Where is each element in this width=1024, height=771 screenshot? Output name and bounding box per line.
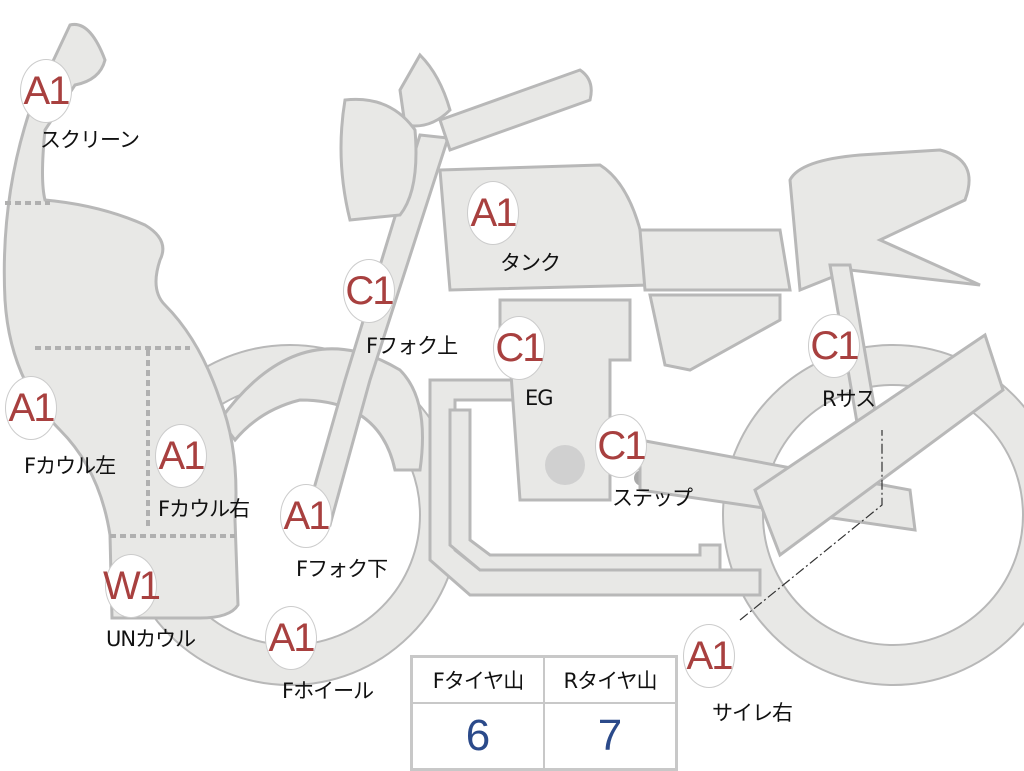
damage-marker-step[interactable]: C1 <box>595 414 647 478</box>
part-label-tank: タンク <box>500 251 561 275</box>
damage-marker-engine[interactable]: C1 <box>493 316 545 380</box>
front-tread-header: Fタイヤ山 <box>410 655 545 704</box>
rear-wheel <box>723 345 1024 685</box>
front-fender <box>218 347 424 472</box>
muffler <box>753 332 1005 558</box>
part-label-front-wheel: Fホイール <box>282 679 374 703</box>
seat <box>638 228 792 292</box>
damage-marker-screen[interactable]: A1 <box>20 59 72 123</box>
part-label-step: ステップ <box>612 486 693 510</box>
damage-marker-cowl-left[interactable]: A1 <box>5 376 57 440</box>
part-label-engine: EG <box>525 386 554 410</box>
part-label-fork-upper: Fフォク上 <box>366 334 458 358</box>
rear-cowl <box>788 148 981 293</box>
damage-marker-fork-upper[interactable]: C1 <box>343 259 395 323</box>
rear-tread-value: 7 <box>543 702 678 771</box>
headlight <box>339 97 418 222</box>
tire-tread-table: Fタイヤ山 Rタイヤ山 6 7 <box>410 655 678 771</box>
damage-marker-cowl-right[interactable]: A1 <box>155 424 207 488</box>
damage-marker-fork-lower[interactable]: A1 <box>280 484 332 548</box>
rear-tread-header: Rタイヤ山 <box>543 655 678 704</box>
part-label-under-cowl: UNカウル <box>106 627 196 651</box>
damage-marker-tank[interactable]: A1 <box>467 181 519 245</box>
damage-marker-muffler-right[interactable]: A1 <box>683 624 735 688</box>
part-label-muffler-right: サイレ右 <box>712 701 793 725</box>
damage-marker-rear-suspension[interactable]: C1 <box>808 314 860 378</box>
part-label-screen: スクリーン <box>40 128 140 152</box>
front-tread-value: 6 <box>410 702 545 771</box>
damage-marker-under-cowl[interactable]: W1 <box>103 554 161 618</box>
damage-marker-front-wheel[interactable]: A1 <box>265 606 317 670</box>
part-label-rear-suspension: Rサス <box>822 387 876 411</box>
part-label-fork-lower: Fフォク下 <box>296 557 388 581</box>
part-label-cowl-left: Fカウル左 <box>24 454 116 478</box>
part-label-cowl-right: Fカウル右 <box>158 497 250 521</box>
handlebar <box>438 68 593 152</box>
